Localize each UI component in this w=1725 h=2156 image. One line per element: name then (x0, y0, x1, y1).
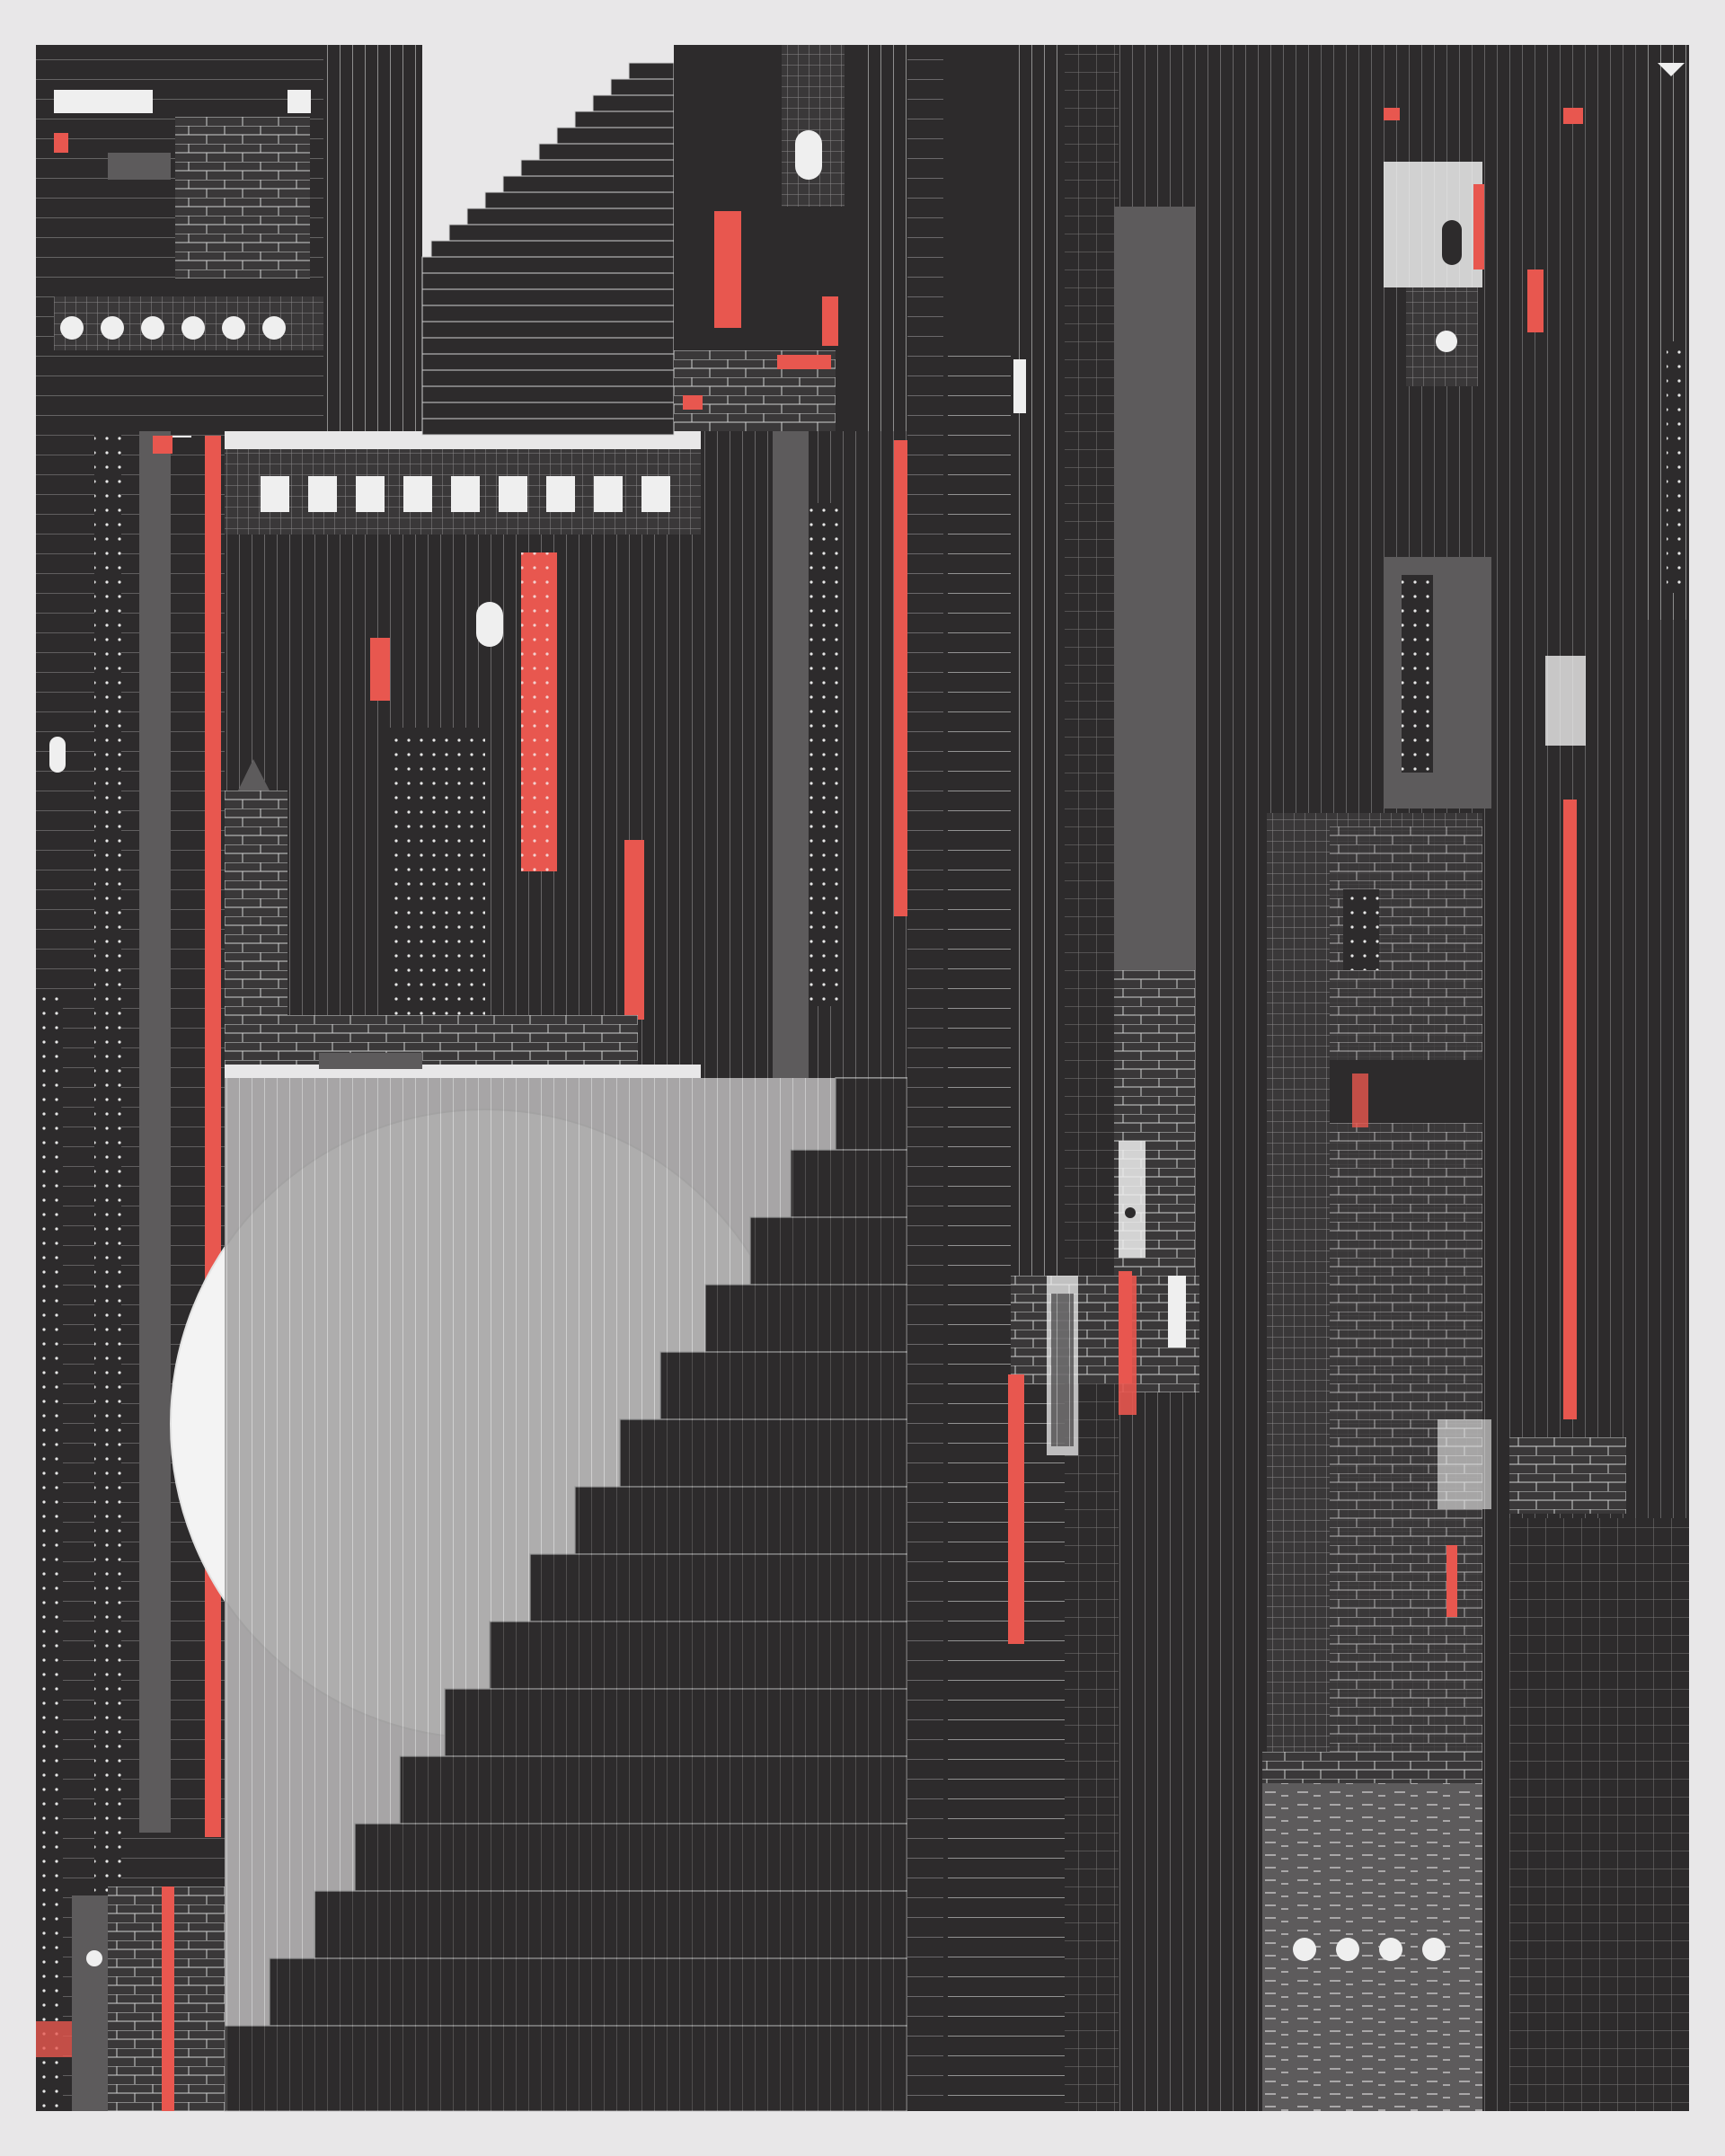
lower-right-water-panel (1262, 1752, 1482, 2111)
dots-row-bottom (1293, 1938, 1446, 1961)
accent-columns (1008, 1276, 1137, 1644)
windows-row (225, 449, 701, 535)
stepped-pyramid (421, 62, 675, 436)
triangle-ornament-top-right (1658, 63, 1685, 76)
upper-left-block (36, 45, 422, 431)
right-grid-tower (1011, 45, 1276, 2111)
lower-left-strip (108, 1886, 225, 2111)
upper-center-tower (674, 45, 907, 431)
central-columns (701, 431, 943, 1078)
triangle-ornament (238, 759, 270, 791)
staircase-texture (225, 1078, 907, 2111)
far-right-block (1267, 45, 1689, 2111)
dots-row-top (60, 316, 286, 340)
middle-left-block (36, 431, 225, 2111)
inner-city-block (225, 535, 701, 1069)
tall-central-tower (907, 45, 1065, 2111)
